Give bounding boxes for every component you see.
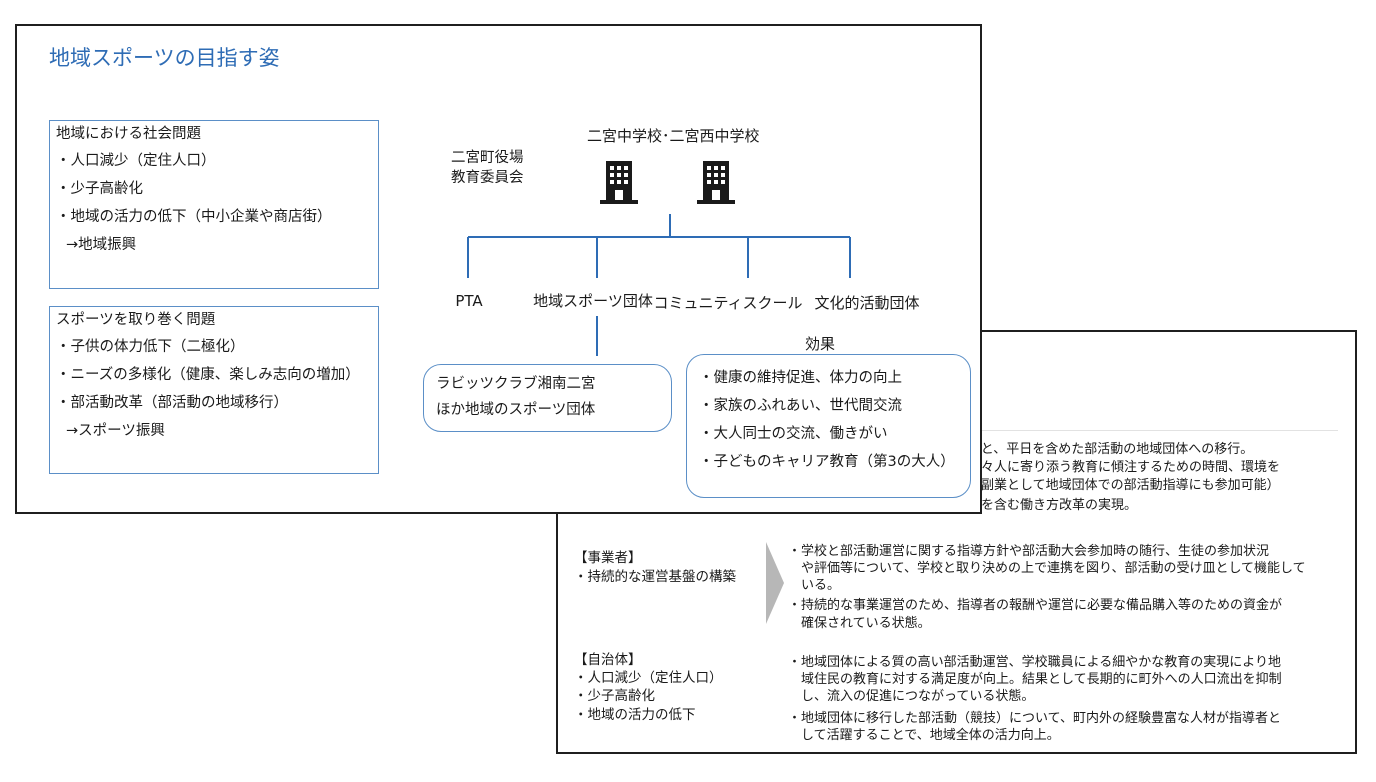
- municipality-item: ・地域の活力の低下: [574, 707, 696, 723]
- social-issues-box: 地域における社会問題 ・人口減少（定住人口） ・少子高齢化 ・地域の活力の低下（…: [49, 120, 379, 289]
- node-community-school: コミュニティスクール: [653, 294, 803, 312]
- schools-label: 二宮中学校･二宮西中学校: [587, 127, 760, 145]
- sports-club-item: ほか地域のスポーツ団体: [436, 402, 596, 418]
- node-pta: PTA: [455, 292, 483, 310]
- front-slide: 地域スポーツの目指す姿 地域における社会問題 ・人口減少（定住人口） ・少子高齢…: [15, 24, 982, 514]
- node-cultural-org: 文化的活動団体: [814, 294, 920, 312]
- sports-issues-box: スポーツを取り巻く問題 ・子供の体力低下（二極化） ・ニーズの多様化（健康、楽し…: [49, 306, 379, 474]
- sports-issue-item: ・子供の体力低下（二極化）: [56, 339, 245, 355]
- business-item: ・持続的な運営基盤の構築: [574, 569, 736, 585]
- business-detail-line: や評価等について、学校と取り決めの上で連携を図り、部活動の受け皿として機能して: [788, 561, 1306, 576]
- node-local-sports-org: 地域スポーツ団体: [533, 292, 653, 310]
- business-detail-line: ・持続的な事業運営のため、指導者の報酬や運営に必要な備品購入等のための資金が: [788, 598, 1283, 613]
- social-issues-heading: 地域における社会問題: [56, 126, 201, 142]
- sports-issues-heading: スポーツを取り巻く問題: [56, 312, 216, 328]
- effects-label: 効果: [805, 335, 836, 353]
- social-issue-item: ・少子高齢化: [56, 181, 143, 197]
- sports-clubs-box: ラビッツクラブ湘南二宮 ほか地域のスポーツ団体: [423, 364, 672, 432]
- municipality-detail-line: ・地域団体に移行した部活動（競技）について、町内外の経験豊富な人材が指導者と: [788, 711, 1281, 726]
- building-icon: [697, 161, 735, 204]
- social-issue-item: ・人口減少（定住人口）: [56, 153, 216, 169]
- sports-issue-item: ・ニーズの多様化（健康、楽しみ志向の増加）: [56, 367, 360, 383]
- social-issue-item: →地域振興: [66, 237, 137, 253]
- effect-item: ・大人同士の交流、働きがい: [699, 426, 888, 442]
- building-icon: [600, 161, 638, 204]
- partial-text-line: 個々人に寄り添う教育に傾注するための時間、環境を: [968, 460, 1281, 475]
- effects-box: ・健康の維持促進、体力の向上 ・家族のふれあい、世代間交流 ・大人同士の交流、働…: [686, 354, 971, 498]
- business-detail-line: 確保されている状態。: [788, 616, 931, 631]
- education-board-name: 教育委員会: [451, 170, 524, 186]
- municipality-item: ・人口減少（定住人口）: [574, 670, 723, 686]
- effect-item: ・家族のふれあい、世代間交流: [699, 398, 902, 414]
- municipality-item: ・少子高齢化: [574, 688, 655, 704]
- municipality-detail-line: し、流入の促進につながっている状態。: [788, 689, 1035, 704]
- partial-text-line: 本副業として地域団体での部活動指導にも参加可能）: [968, 478, 1280, 493]
- arrow-chevron-icon: [766, 542, 784, 624]
- partial-text-line: もと、平日を含めた部活動の地域団体への移行。: [968, 442, 1254, 457]
- sports-issue-item: →スポーツ振興: [66, 423, 165, 439]
- business-detail-line: ・学校と部活動運営に関する指導方針や部活動大会参加時の随行、生徒の参加状況: [788, 544, 1270, 559]
- divider-line: [978, 430, 1338, 431]
- town-office-name: 二宮町役場: [451, 150, 524, 166]
- municipality-detail-line: して活躍することで、地域全体の活力向上。: [788, 728, 1060, 743]
- effect-item: ・健康の維持促進、体力の向上: [699, 370, 902, 386]
- sports-issue-item: ・部活動改革（部活動の地域移行）: [56, 395, 288, 411]
- business-detail-line: いる。: [788, 578, 841, 593]
- partial-text-line: 正を含む働き方改革の実現。: [968, 498, 1138, 513]
- sports-club-item: ラビッツクラブ湘南二宮: [436, 376, 596, 392]
- business-heading: 【事業者】: [574, 550, 642, 566]
- org-connector-lines: [467, 214, 851, 356]
- municipality-detail-line: 域住民の教育に対する満足度が向上。結果として長期的に町外への人口流出を抑制: [788, 672, 1282, 687]
- effect-item: ・子どものキャリア教育（第3の大人）: [699, 454, 955, 470]
- social-issue-item: ・地域の活力の低下（中小企業や商店街）: [56, 209, 332, 225]
- municipality-heading: 【自治体】: [574, 652, 642, 668]
- slide-title: 地域スポーツの目指す姿: [49, 46, 280, 70]
- municipality-detail-line: ・地域団体による質の高い部活動運営、学校職員による細やかな教育の実現により地: [788, 655, 1281, 670]
- town-office-label: 二宮町役場 教育委員会: [451, 148, 524, 188]
